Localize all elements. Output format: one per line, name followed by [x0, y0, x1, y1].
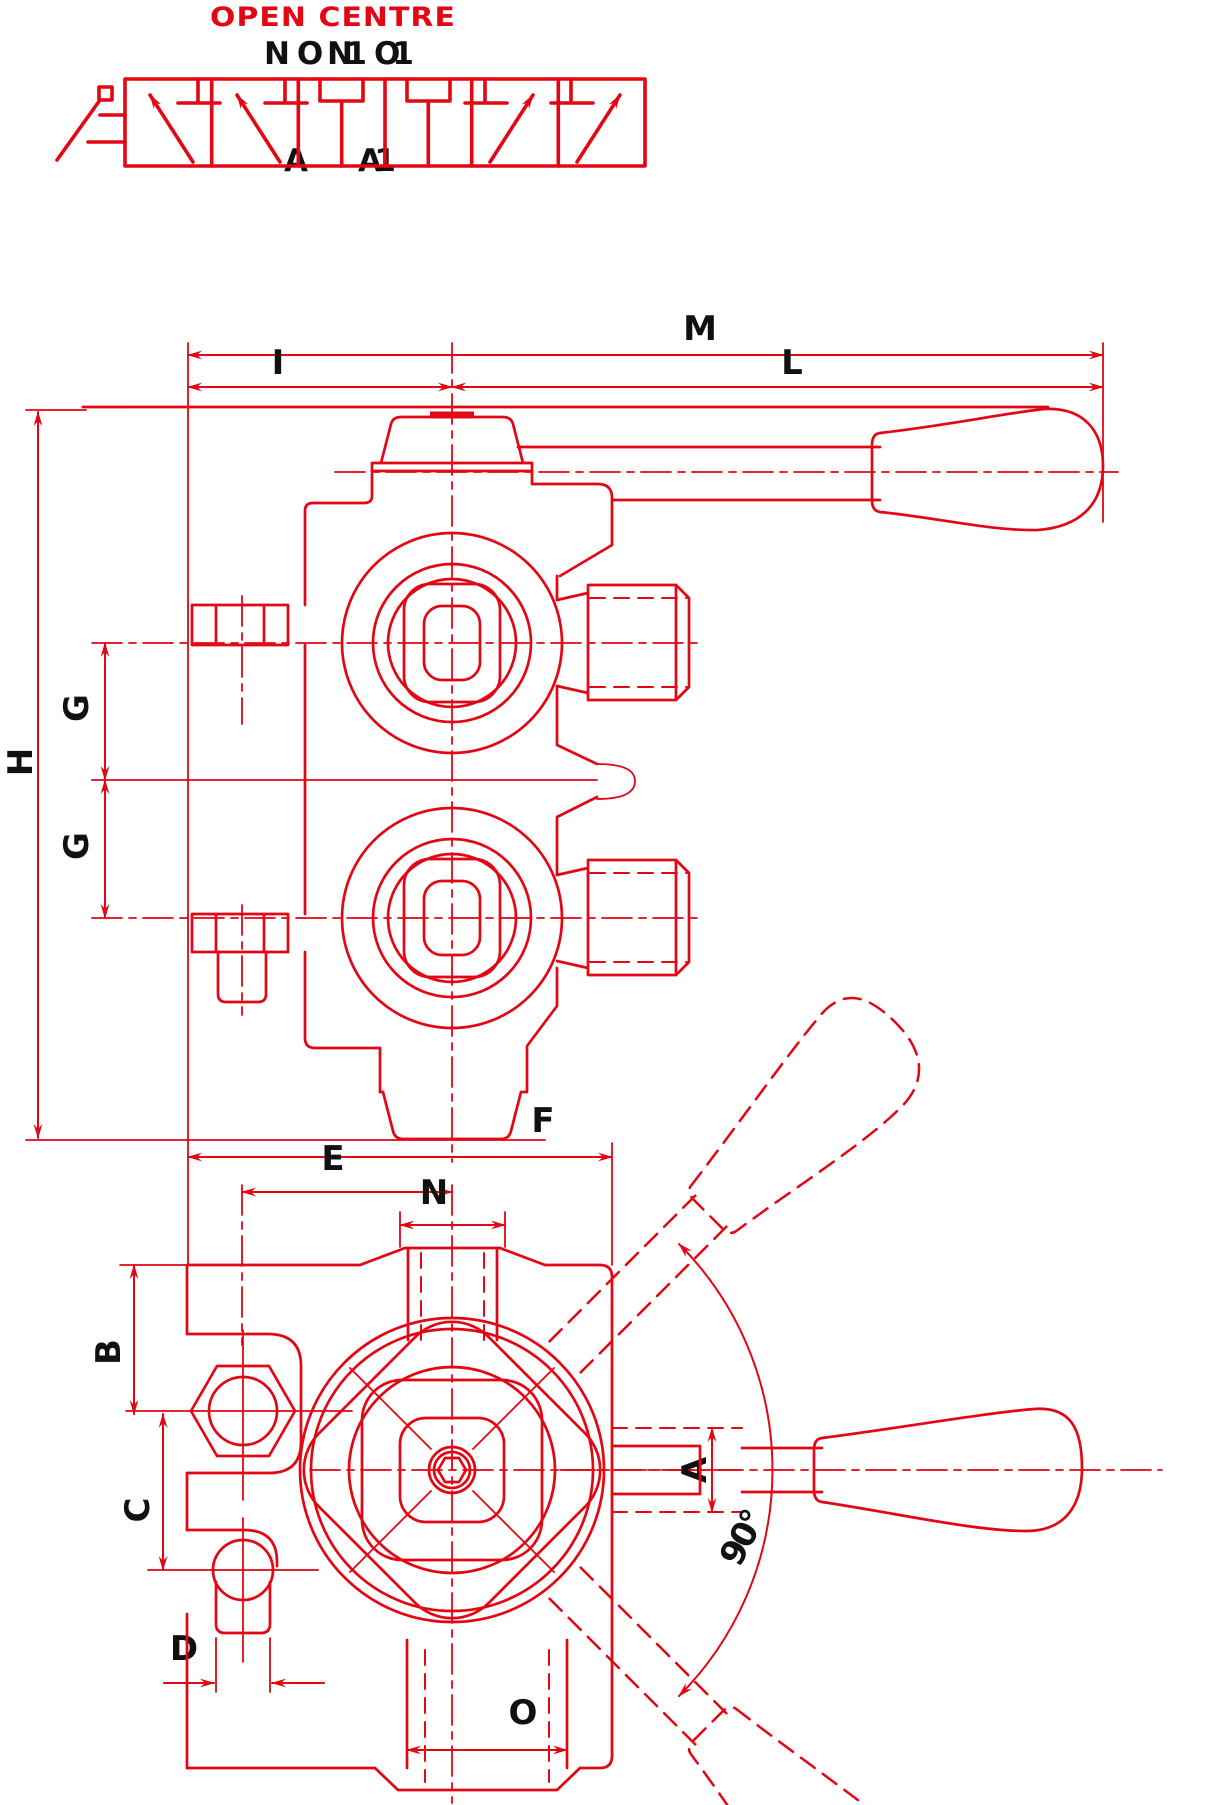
schematic-symbol: OPEN CENTRE N O N1 O1 A A1 — [55, 2, 647, 179]
valve-symbol-body — [123, 77, 647, 168]
dim-label-G1: G — [57, 694, 97, 722]
front-view-dimensions — [33, 350, 1104, 1139]
dim-label-E: E — [321, 1139, 344, 1179]
center-hex — [436, 1456, 468, 1484]
front-view-body — [81, 405, 1105, 1141]
port-label-n: N — [264, 36, 290, 72]
handle-side-view — [516, 407, 1105, 532]
dim-label-L: L — [781, 343, 803, 383]
hex-plug-side-2 — [190, 912, 290, 1004]
port-label-o: O — [297, 36, 323, 72]
dim-label-G2: G — [57, 832, 97, 860]
dim-label-I: I — [272, 343, 285, 383]
dim-label-C: C — [118, 1498, 158, 1523]
dim-label-H: H — [1, 748, 41, 776]
top-view-dimensions — [129, 1152, 774, 1755]
dim-label-D: D — [170, 1629, 198, 1669]
handle-position-lower-dashed — [548, 1566, 926, 1805]
valve-top-view: F E N B C D A O 90° — [89, 996, 1163, 1805]
top-view-extension-lines — [119, 1142, 743, 1761]
lever-actuator-icon — [55, 85, 127, 162]
dim-label-O: O — [509, 1693, 538, 1733]
handle-knob — [870, 407, 1105, 532]
split-notch — [596, 763, 636, 800]
port-boss-rings-2 — [340, 806, 564, 1030]
top-view-center-lines — [241, 1184, 1163, 1804]
front-view-extension-lines — [25, 342, 1104, 1266]
handle-knob-plan — [812, 1407, 1084, 1533]
bottom-cap — [378, 1090, 528, 1141]
port-label-n1: N1 — [327, 36, 367, 72]
port-label-a1: A1 — [358, 143, 396, 179]
valve-front-view: M I L H G G — [1, 309, 1119, 1266]
bottom-port-boss — [373, 1638, 582, 1792]
dim-label-90deg: 90° — [712, 1503, 775, 1573]
hex-plug-side-1 — [190, 603, 290, 647]
schematic-title: OPEN CENTRE — [210, 2, 456, 33]
port-label-a: A — [284, 143, 308, 179]
threaded-boss-1 — [555, 583, 691, 702]
threaded-boss-2 — [555, 858, 691, 977]
right-port — [610, 1444, 702, 1496]
handle-shaft — [516, 445, 882, 502]
dim-label-N: N — [420, 1173, 448, 1213]
square-plug-side — [216, 950, 268, 1004]
rotary-flange-rings — [298, 1316, 606, 1624]
dim-label-F: F — [531, 1101, 554, 1141]
dim-label-M: M — [683, 309, 717, 349]
port-label-o1: O1 — [374, 36, 414, 72]
handle-position-upper-dashed — [548, 996, 921, 1374]
hex-plug-plan — [185, 1329, 303, 1501]
dim-label-A: A — [675, 1456, 715, 1483]
handle-plan-solid — [740, 1407, 1084, 1533]
front-view-center-lines — [91, 342, 1119, 1163]
dim-label-B: B — [89, 1339, 129, 1365]
top-view-body — [185, 996, 1084, 1805]
port-boss-rings-1 — [340, 531, 564, 755]
relief-plug-plan — [185, 1517, 279, 1663]
